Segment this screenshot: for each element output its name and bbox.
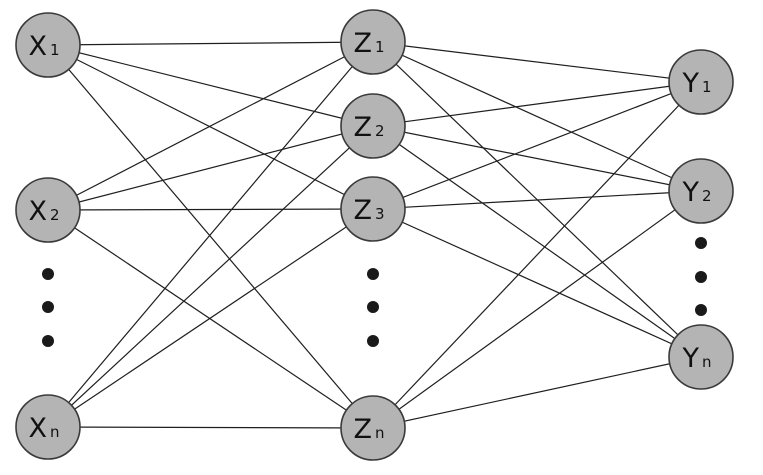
ellipsis-dot-hidden-1 xyxy=(367,268,379,280)
edge-zn-y1 xyxy=(372,81,702,429)
node-letter: Y xyxy=(681,177,699,208)
node-subscript: 1 xyxy=(375,38,385,56)
node-subscript: 1 xyxy=(702,78,712,96)
node-letter: X xyxy=(28,196,47,227)
node-circle xyxy=(668,49,734,115)
ellipsis-dot-hidden-3 xyxy=(367,335,379,347)
node-circle xyxy=(15,177,81,243)
node-circle xyxy=(340,9,406,75)
node-letter: Y xyxy=(681,343,699,374)
edge-z1-y2 xyxy=(372,41,702,192)
ellipsis-dot-input-3 xyxy=(42,335,54,347)
edge-z3-yn xyxy=(372,208,702,358)
edge-z3-y1 xyxy=(372,81,702,210)
ellipsis-dot-output-2 xyxy=(695,271,707,283)
node-letter: Z xyxy=(353,414,372,445)
node-subscript: 3 xyxy=(375,205,385,223)
node-letter: Z xyxy=(353,28,372,59)
ellipsis-dot-hidden-2 xyxy=(367,301,379,313)
edge-x1-z3 xyxy=(47,44,374,210)
edge-xn-z1 xyxy=(47,41,374,428)
ellipsis-dot-output-3 xyxy=(695,304,707,316)
ellipsis-dots xyxy=(42,237,707,347)
node-subscript: n xyxy=(50,423,60,441)
edge-x2-z1 xyxy=(47,41,374,211)
node-circle xyxy=(668,158,734,224)
node-letter: Y xyxy=(681,68,699,99)
edge-x2-z2 xyxy=(47,125,374,211)
node-circle xyxy=(340,176,406,242)
edge-x1-z1 xyxy=(47,41,374,46)
node-letter: Z xyxy=(353,112,372,143)
edge-x2-zn xyxy=(47,209,374,429)
edge-xn-z2 xyxy=(47,125,374,428)
edge-zn-yn xyxy=(372,356,702,429)
edge-z1-y1 xyxy=(372,41,702,83)
node-subscript: 2 xyxy=(50,206,60,224)
ellipsis-dot-input-2 xyxy=(42,301,54,313)
node-subscript: n xyxy=(702,353,712,371)
edge-z3-y2 xyxy=(372,190,702,210)
node-circle xyxy=(340,395,406,461)
node-subscript: n xyxy=(375,424,385,442)
ellipsis-dot-output-1 xyxy=(695,237,707,249)
ellipsis-dot-input-1 xyxy=(42,268,54,280)
edge-x2-z3 xyxy=(47,208,374,211)
edge-xn-z3 xyxy=(47,208,374,428)
node-subscript: 2 xyxy=(375,122,385,140)
edge-z2-y2 xyxy=(372,125,702,192)
node-subscript: 2 xyxy=(702,187,712,205)
edge-x1-zn xyxy=(47,44,374,429)
edge-zn-y2 xyxy=(372,190,702,429)
node-subscript: 1 xyxy=(50,41,60,59)
connections xyxy=(47,41,702,429)
node-letter: Z xyxy=(353,195,372,226)
edge-x1-z2 xyxy=(47,44,374,127)
edge-xn-zn xyxy=(47,426,374,429)
node-circle xyxy=(15,12,81,78)
node-circle xyxy=(340,93,406,159)
node-letter: X xyxy=(28,31,47,62)
edge-z2-yn xyxy=(372,125,702,358)
node-circle xyxy=(668,324,734,390)
node-letter: X xyxy=(28,413,47,444)
edge-z2-y1 xyxy=(372,81,702,127)
node-circle xyxy=(15,394,81,460)
